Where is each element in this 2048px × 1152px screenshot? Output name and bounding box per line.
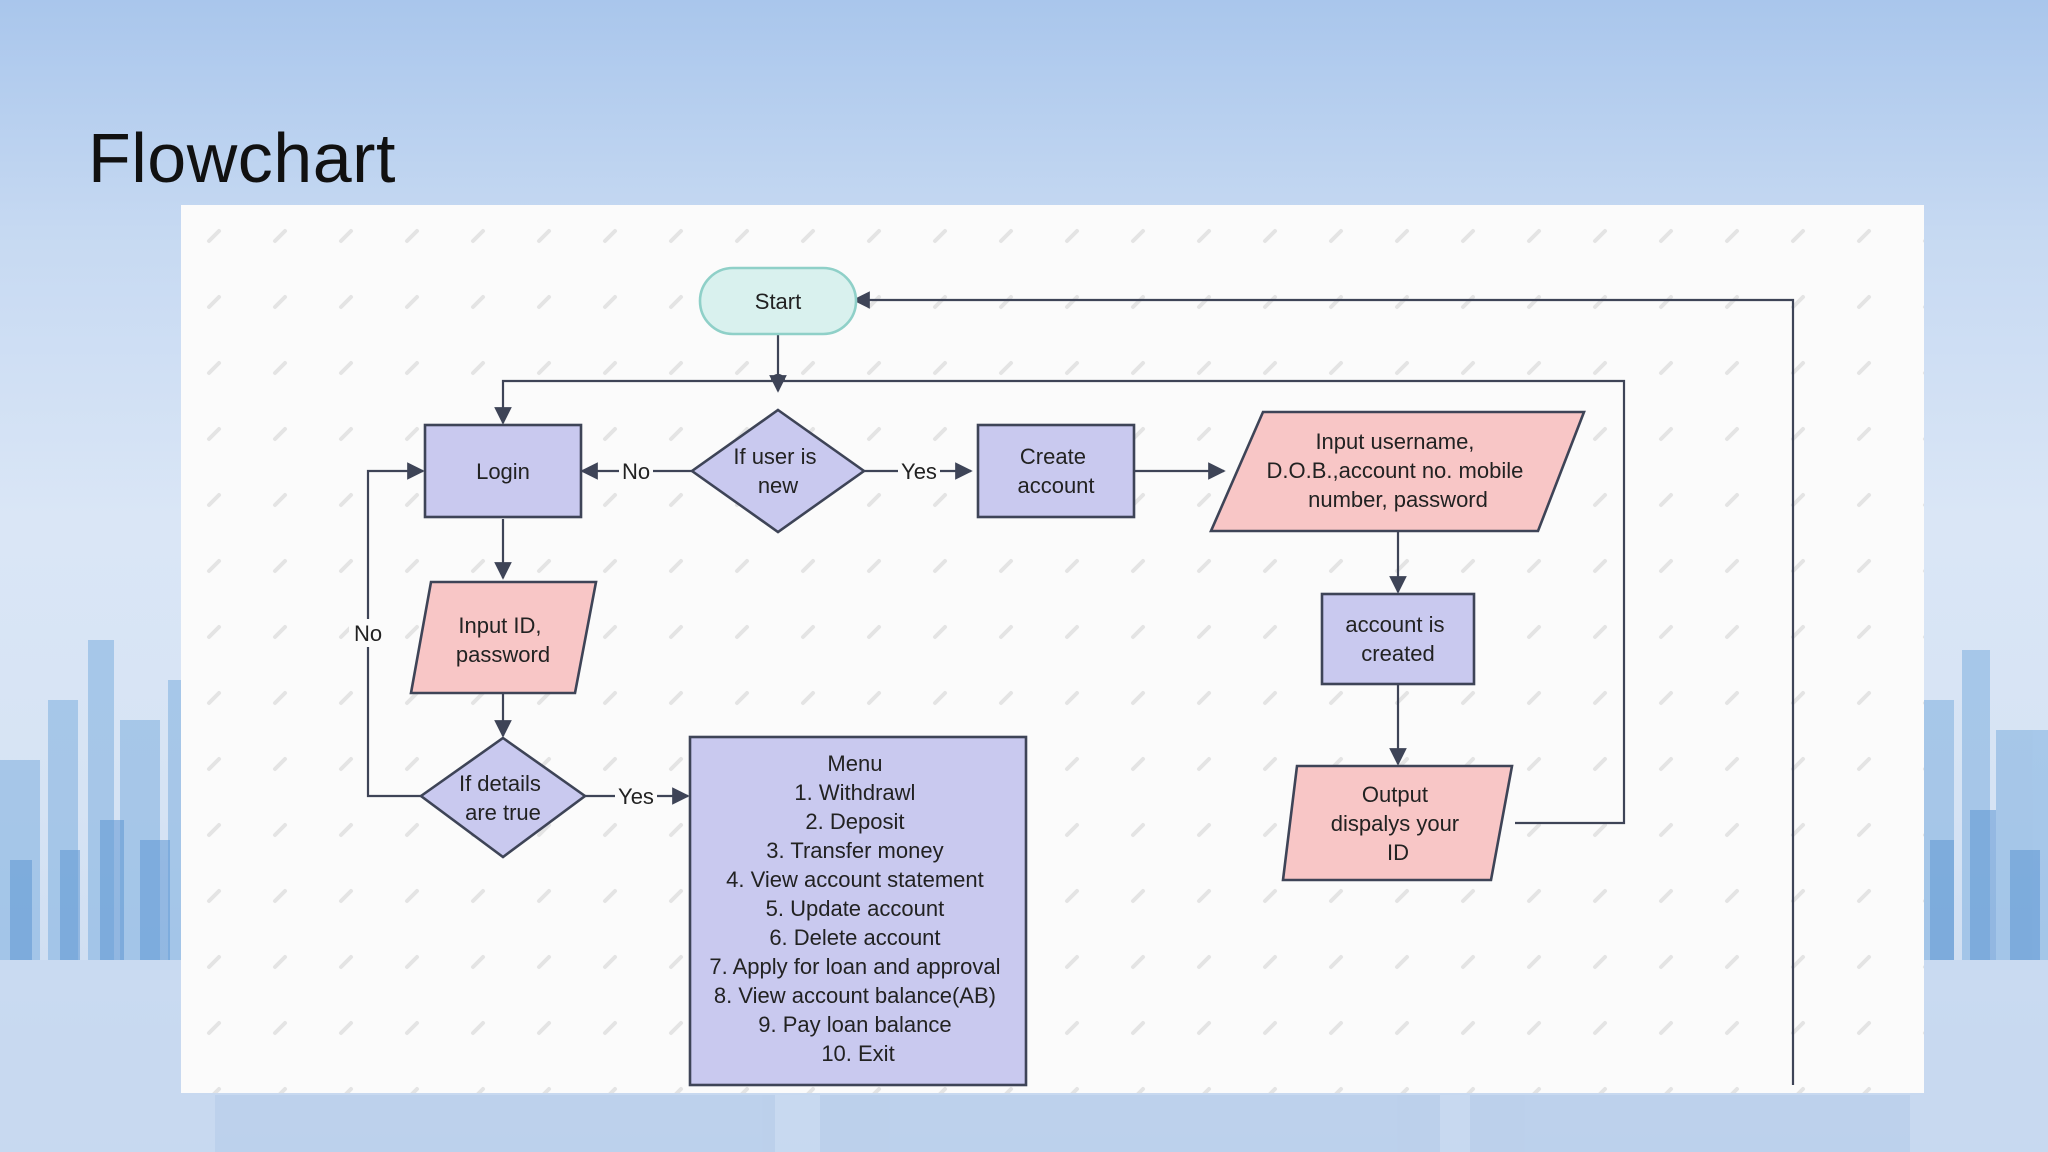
edge-label-details-no: No [354,621,382,646]
node-decision-details-true: If details are true [418,736,588,859]
svg-text:Output dispalys your: Output dispalys your ID [1331,782,1466,865]
edge-output-loop-to-login [494,373,1626,825]
svg-text:If details are true: If details are true [459,771,547,825]
edge-label-new-user-no: No [622,459,650,484]
svg-text:Create account: Create account [1017,444,1094,498]
flowchart-diagram: No Yes No Yes Start If user is new Login… [181,205,1924,1093]
svg-text:If user is new: If user is new [733,444,822,498]
svg-text:Menu 1. Withdrawl: Menu 1. Withdrawl 2. Deposit 3. Transfer… [709,751,1006,1066]
svg-text:Input ID, password: Input ID, password [456,613,550,667]
node-start: Start [698,266,858,336]
svg-text:Start: Start [755,289,801,314]
svg-text:Login: Login [476,459,530,484]
edge-label-details-yes: Yes [618,784,654,809]
node-account-created: account is created [1320,592,1476,686]
svg-text:account is created: account is created [1345,612,1450,666]
edge-right-return-to-start [852,291,1795,1085]
node-output-id: Output dispalys your ID [1281,764,1514,882]
svg-text:Input username, D.O.B.: Input username, D.O.B.,account no. mobil… [1267,429,1530,512]
node-input-id-password: Input ID, password [409,580,598,695]
node-decision-new-user: If user is new [689,408,867,534]
slide-title: Flowchart [88,119,396,197]
edge-label-new-user-yes: Yes [901,459,937,484]
node-input-user-details: Input username, D.O.B.,account no. mobil… [1209,410,1586,533]
node-menu: Menu 1. Withdrawl 2. Deposit 3. Transfer… [688,735,1028,1087]
node-login: Login [423,423,583,519]
node-create-account: Create account [976,423,1136,519]
